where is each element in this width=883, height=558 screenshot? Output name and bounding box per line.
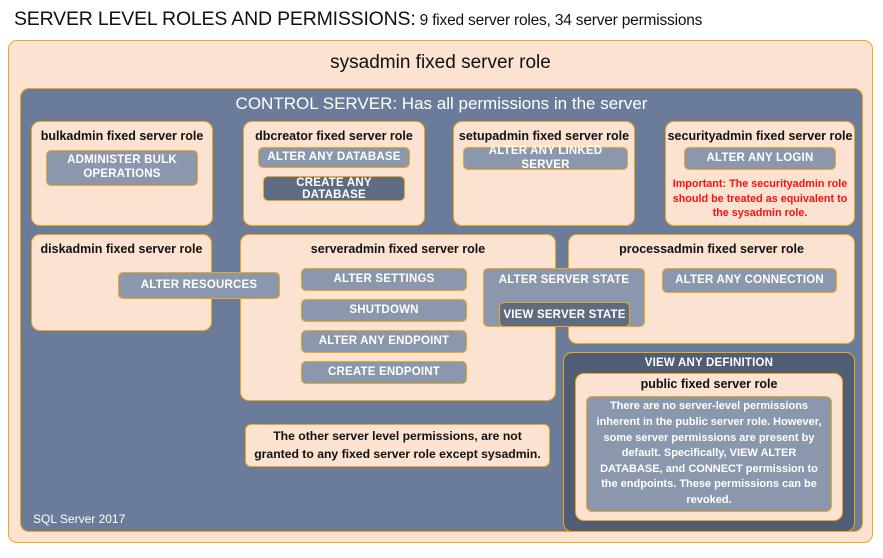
public-role-description: There are no server-level permissions in… — [586, 396, 832, 512]
page-title-strong: SERVER LEVEL ROLES AND PERMISSIONS: — [14, 8, 416, 30]
sysadmin-role-label: sysadmin fixed server role — [330, 52, 551, 73]
permission-alter-any-endpoint[interactable]: ALTER ANY ENDPOINT — [301, 330, 467, 353]
permission-shutdown[interactable]: SHUTDOWN — [301, 299, 467, 322]
permission-alter-any-login[interactable]: ALTER ANY LOGIN — [684, 147, 836, 170]
permission-view-any-definition[interactable]: VIEW ANY DEFINITION — [644, 357, 774, 369]
bulkadmin-role-label: bulkadmin fixed server role — [40, 129, 204, 143]
public-role-label: public fixed server role — [640, 377, 778, 391]
serveradmin-role-box: serveradmin fixed server role ALTER SETT… — [240, 234, 556, 401]
page-title: SERVER LEVEL ROLES AND PERMISSIONS: 9 fi… — [14, 8, 702, 31]
dbcreator-role-box: dbcreator fixed server role ALTER ANY DA… — [243, 121, 425, 226]
other-permissions-note: The other server level permissions, are … — [245, 424, 550, 467]
serveradmin-role-label: serveradmin fixed server role — [310, 242, 486, 256]
control-server-label: CONTROL SERVER: Has all permissions in t… — [235, 94, 648, 113]
bulkadmin-role-box: bulkadmin fixed server role ADMINISTER B… — [31, 121, 213, 226]
dbcreator-role-label: dbcreator fixed server role — [255, 129, 413, 143]
permission-create-endpoint[interactable]: CREATE ENDPOINT — [301, 361, 467, 384]
permission-alter-any-database[interactable]: ALTER ANY DATABASE — [258, 147, 410, 168]
permission-alter-resources[interactable]: ALTER RESOURCES — [118, 272, 280, 299]
securityadmin-role-box: securityadmin fixed server role ALTER AN… — [665, 121, 855, 226]
permission-alter-settings[interactable]: ALTER SETTINGS — [301, 268, 467, 291]
setupadmin-role-box: setupadmin fixed server role ALTER ANY L… — [453, 121, 635, 226]
permission-view-server-state[interactable]: VIEW SERVER STATE — [499, 302, 630, 327]
securityadmin-important-note: Important: The securityadmin role should… — [672, 178, 848, 220]
permission-create-any-database[interactable]: CREATE ANY DATABASE — [263, 176, 405, 201]
diskadmin-role-label: diskadmin fixed server role — [40, 242, 203, 256]
permission-alter-any-linked-server[interactable]: ALTER ANY LINKED SERVER — [463, 145, 628, 171]
permission-administer-bulk-operations[interactable]: ADMINISTER BULK OPERATIONS — [46, 150, 198, 186]
processadmin-role-label: processadmin fixed server role — [619, 242, 804, 256]
securityadmin-role-label: securityadmin fixed server role — [667, 129, 853, 143]
permission-alter-any-connection[interactable]: ALTER ANY CONNECTION — [662, 268, 837, 293]
sql-server-version-label: SQL Server 2017 — [33, 512, 126, 526]
setupadmin-role-label: setupadmin fixed server role — [458, 129, 630, 143]
page-title-sub: 9 fixed server roles, 34 server permissi… — [415, 12, 703, 29]
